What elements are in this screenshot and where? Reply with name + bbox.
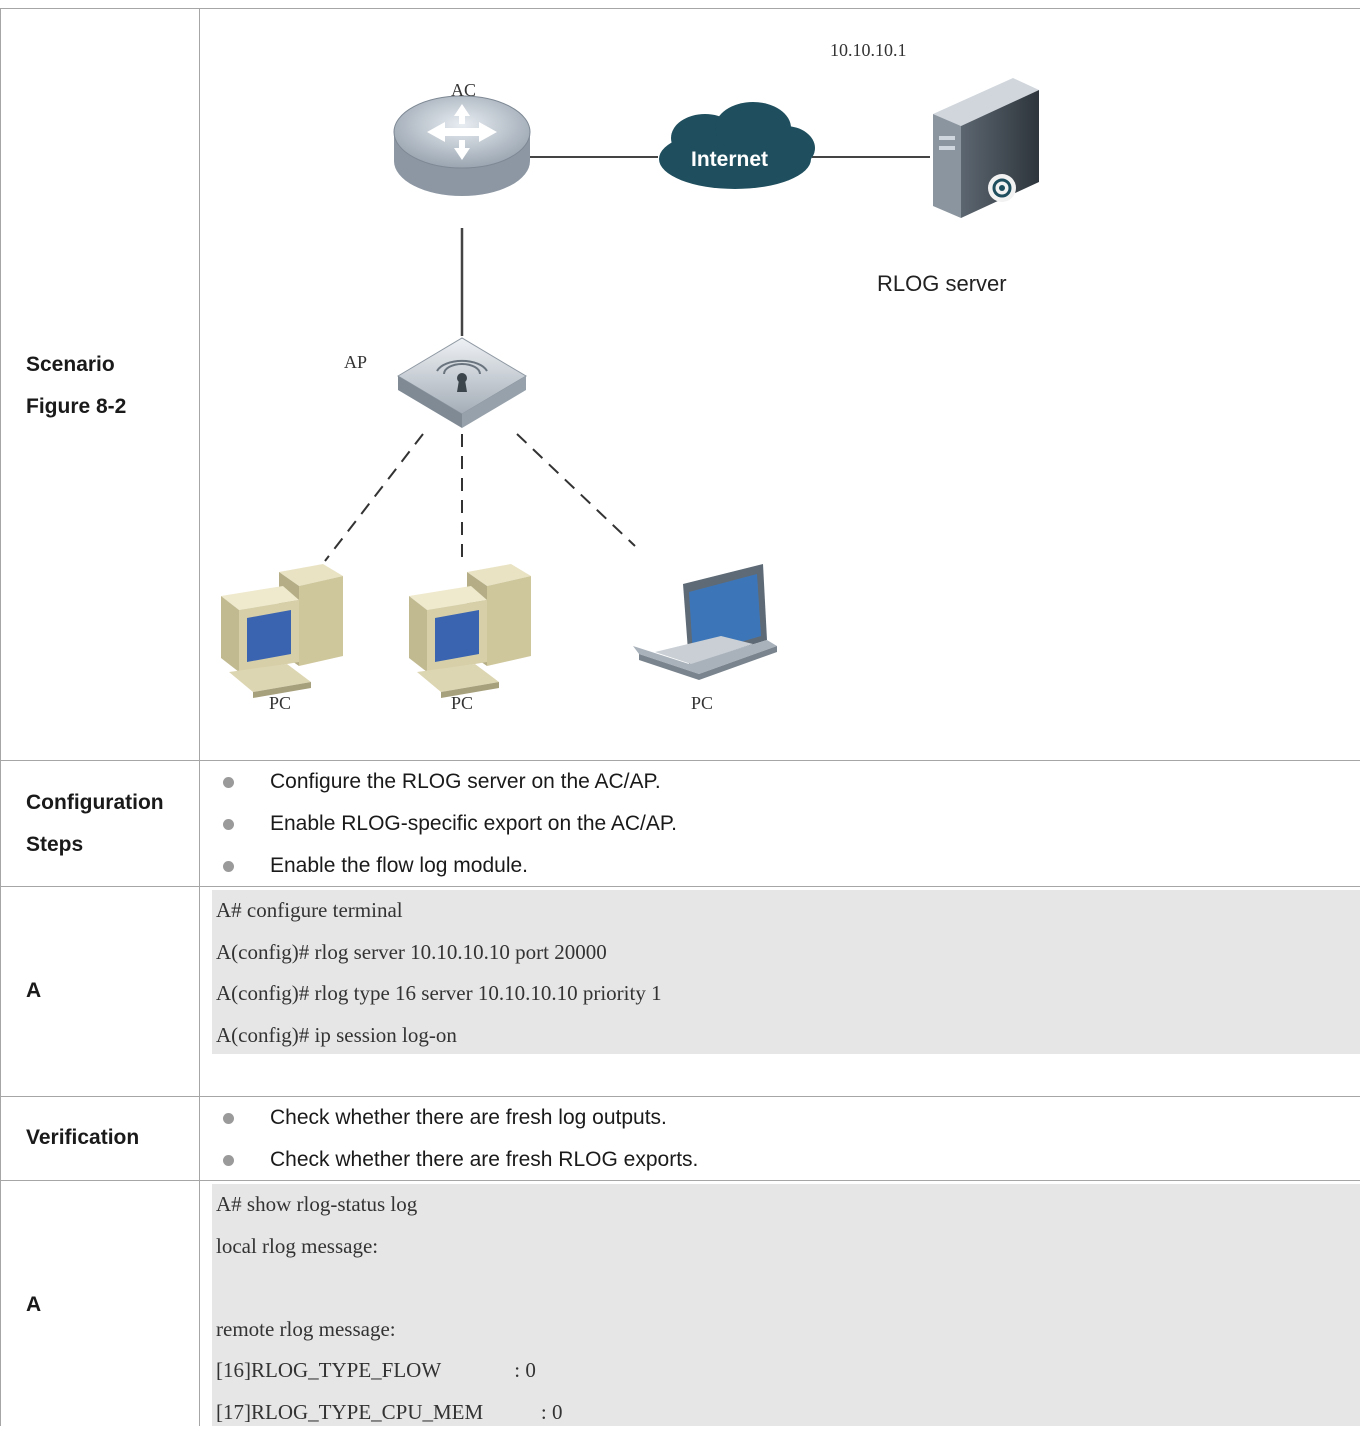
code-line: local rlog message: — [216, 1233, 379, 1258]
table-left-border — [0, 8, 1, 1426]
code-line: [16]RLOG_TYPE_FLOW : 0 — [216, 1358, 536, 1383]
ap-pc1-wireless — [324, 433, 424, 562]
list-item: Check whether there are fresh log output… — [212, 1097, 698, 1139]
internet-label: Internet — [691, 148, 768, 171]
code-line: A(config)# rlog type 16 server 10.10.10.… — [216, 981, 662, 1006]
pc-1-label: PC — [269, 693, 291, 713]
internet-cloud-icon — [659, 102, 815, 189]
list-item: Enable RLOG-specific export on the AC/AP… — [212, 803, 677, 845]
config-code-block: A# configure terminal A(config)# rlog se… — [212, 890, 1360, 1054]
verification-list: Check whether there are fresh log output… — [212, 1097, 698, 1181]
row-divider-1 — [0, 760, 1360, 761]
ap-laptop-wireless — [516, 433, 636, 547]
scenario-label: Scenario Figure 8-2 — [26, 344, 126, 428]
code-line: remote rlog message: — [216, 1316, 396, 1341]
access-point-icon — [397, 337, 527, 428]
config-steps-label: Configuration Steps — [26, 782, 164, 866]
row-divider-3 — [0, 1096, 1360, 1097]
code-line: [17]RLOG_TYPE_CPU_MEM : 0 — [216, 1399, 563, 1424]
rlog-server-label: RLOG server — [877, 271, 1007, 296]
network-topology-figure: 10.10.10.1 AC Internet RLOG server — [221, 40, 1039, 713]
code-line: A# show rlog-status log — [216, 1192, 418, 1216]
ac-label: AC — [451, 80, 476, 100]
config-steps-list: Configure the RLOG server on the AC/AP. … — [212, 761, 677, 887]
list-item: Configure the RLOG server on the AC/AP. — [212, 761, 677, 803]
column-divider — [199, 8, 200, 1426]
server-ip-label: 10.10.10.1 — [830, 40, 907, 60]
row-divider-4 — [0, 1180, 1360, 1181]
scenario-label-line2: Figure 8-2 — [26, 395, 127, 418]
pc-1-icon — [221, 564, 343, 698]
scenario-label-line1: Scenario — [26, 353, 115, 376]
config-code-label: A — [26, 979, 42, 1002]
code-line: A(config)# rlog server 10.10.10.10 port … — [216, 939, 607, 964]
rlog-server-icon — [933, 78, 1039, 218]
code-line — [216, 1267, 1360, 1309]
pc-2-icon — [409, 564, 531, 698]
code-line: A# configure terminal — [216, 898, 403, 922]
list-item: Enable the flow log module. — [212, 845, 677, 887]
config-steps-label-line1: Configuration — [26, 791, 164, 814]
table-top-border — [0, 8, 1360, 9]
pc-2-label: PC — [451, 693, 473, 713]
verification-label: Verification — [26, 1126, 140, 1149]
verify-code-label: A — [26, 1293, 42, 1316]
verify-code-block: A# show rlog-status log local rlog messa… — [212, 1184, 1360, 1426]
ac-router-icon — [393, 95, 531, 196]
pc-3-label: PC — [691, 693, 713, 713]
laptop-icon — [633, 564, 777, 680]
row-divider-2 — [0, 886, 1360, 887]
ap-label: AP — [344, 352, 367, 372]
list-item: Check whether there are fresh RLOG expor… — [212, 1139, 698, 1181]
code-line: A(config)# ip session log-on — [216, 1022, 457, 1047]
config-steps-label-line2: Steps — [26, 833, 84, 856]
